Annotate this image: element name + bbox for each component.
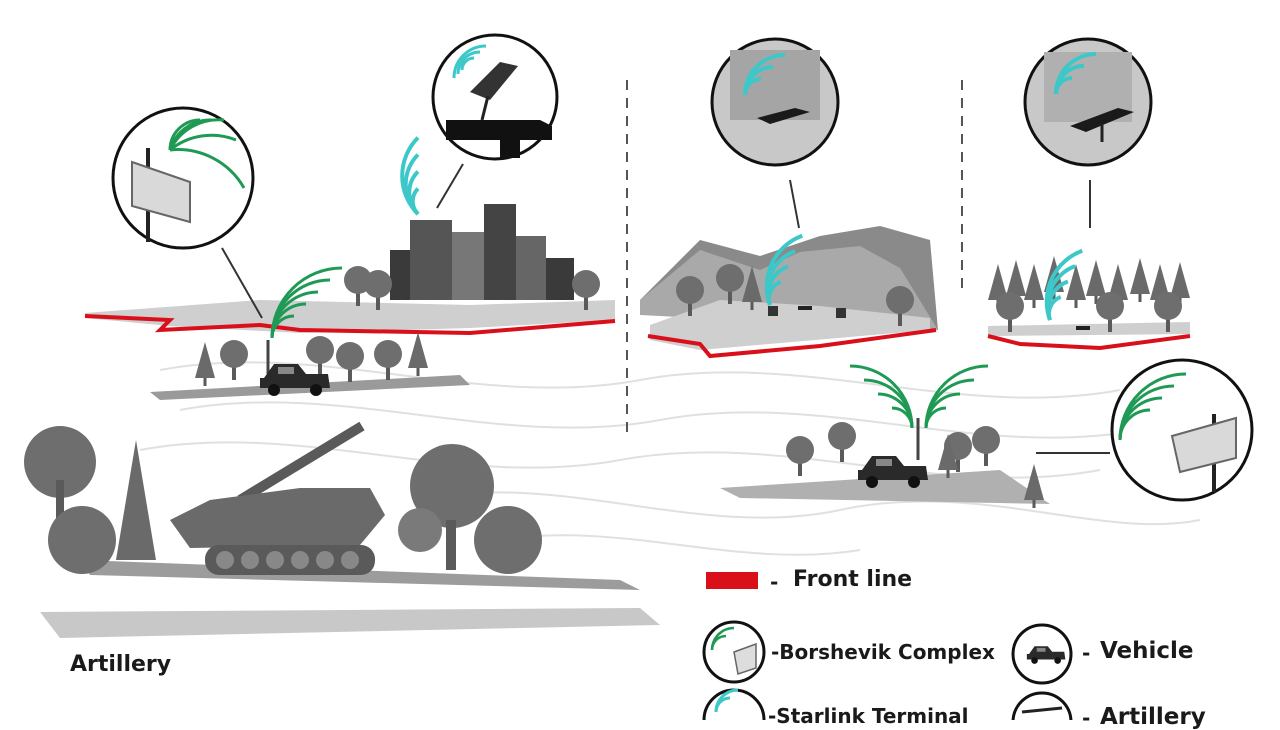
tree-icon bbox=[1024, 264, 1044, 308]
tree-icon bbox=[408, 332, 428, 376]
legend-dash: - bbox=[770, 570, 779, 594]
artillery-caption: Artillery bbox=[70, 652, 172, 677]
starlink-signal-icon bbox=[380, 138, 456, 214]
borshevik-antenna-icon bbox=[131, 160, 191, 224]
front-line-middle bbox=[647, 328, 937, 359]
legend-dash: - bbox=[1082, 641, 1091, 665]
tree-icon bbox=[1130, 258, 1150, 302]
starlink-dish-icon bbox=[470, 62, 518, 100]
tree-icon bbox=[336, 342, 364, 382]
tree-icon bbox=[220, 340, 248, 380]
starlink-dish-icon bbox=[798, 306, 812, 310]
vehicle-cluster-right bbox=[720, 364, 1050, 508]
borshevik-legend-icon bbox=[702, 620, 766, 684]
starlink-callout bbox=[431, 33, 559, 161]
tree-icon bbox=[972, 426, 1000, 466]
legend-starlink: -Starlink Terminal bbox=[768, 704, 969, 728]
callout-line bbox=[221, 247, 263, 319]
building-icon bbox=[390, 204, 574, 300]
borshevik-callout bbox=[111, 106, 255, 250]
mountain-sector bbox=[640, 226, 938, 359]
artillery-scene bbox=[24, 421, 660, 638]
front-line-swatch bbox=[706, 572, 758, 589]
borshevik-antenna-icon bbox=[1170, 416, 1237, 474]
legend-vehicle: Vehicle bbox=[1100, 638, 1194, 664]
starlink-callout bbox=[710, 37, 840, 167]
front-line-right bbox=[987, 334, 1191, 351]
starlink-dish-icon bbox=[757, 108, 810, 124]
artillery-icon bbox=[170, 421, 385, 575]
vehicle-legend-icon bbox=[1011, 623, 1073, 685]
callout-line bbox=[436, 163, 464, 209]
tree-icon bbox=[786, 436, 814, 476]
legend-artillery: Artillery bbox=[1100, 704, 1206, 730]
borshevik-signal-icon bbox=[270, 266, 343, 339]
city-sector bbox=[84, 138, 616, 339]
borshevik-signal-icon bbox=[849, 364, 989, 429]
starlink-dish-icon bbox=[1070, 108, 1134, 132]
borshevik-callout bbox=[1110, 358, 1254, 502]
vehicle-cluster-left bbox=[150, 332, 470, 400]
starlink-legend-icon bbox=[702, 688, 766, 720]
tree-icon bbox=[828, 422, 856, 462]
city-ground bbox=[85, 300, 615, 333]
legend-front-line: Front line bbox=[793, 567, 913, 592]
callout-line bbox=[789, 179, 800, 229]
forest-sector bbox=[987, 248, 1191, 351]
artillery-legend-icon bbox=[1011, 691, 1073, 720]
front-line-left bbox=[84, 314, 616, 336]
legend-dash: - bbox=[1082, 706, 1091, 730]
starlink-callout bbox=[1023, 37, 1153, 167]
legend-borshevik: -Borshevik Complex bbox=[771, 640, 995, 664]
tree-icon bbox=[306, 336, 334, 376]
starlink-dish-icon bbox=[1076, 326, 1090, 330]
